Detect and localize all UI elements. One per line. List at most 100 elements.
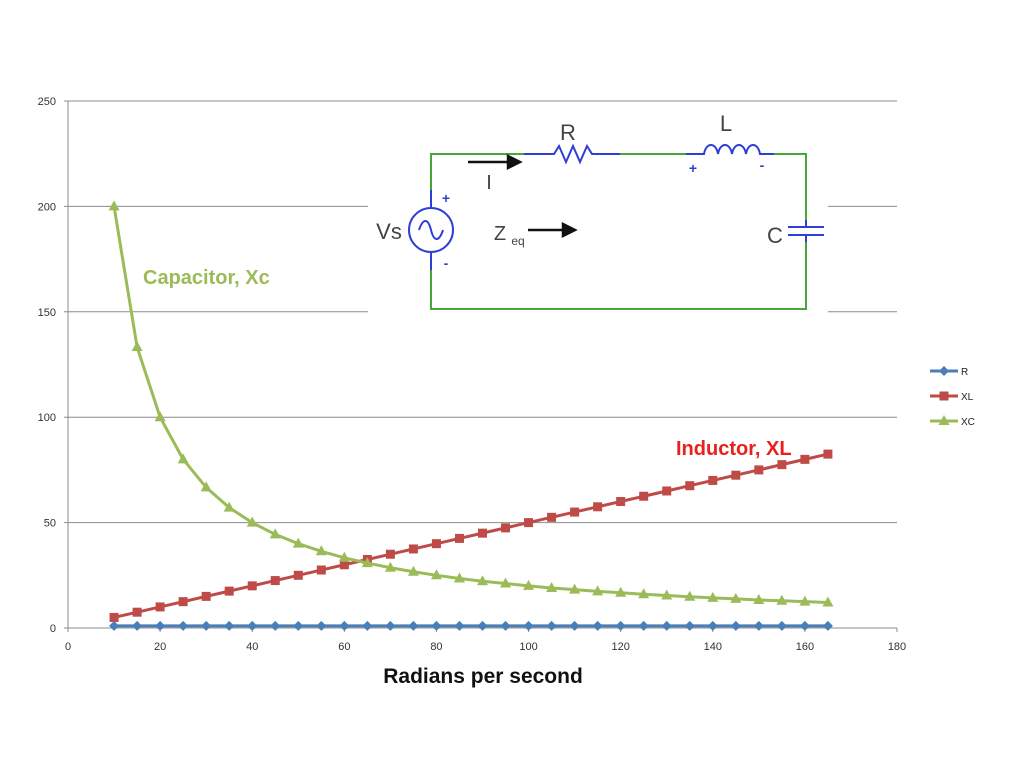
data-point [384, 561, 396, 572]
data-point [407, 565, 419, 576]
data-point [477, 575, 488, 586]
data-point [776, 594, 788, 605]
data-point [338, 551, 350, 562]
data-point [638, 620, 649, 631]
data-point [200, 481, 212, 492]
legend-label: R [961, 367, 968, 378]
annotation-inductor: Inductor, XL [676, 438, 792, 460]
inductor-label: L [720, 111, 732, 136]
data-point [822, 620, 833, 631]
data-point [155, 620, 166, 631]
impedance-arrow-head [561, 221, 578, 239]
x-tick-label: 180 [888, 641, 906, 653]
data-point [269, 528, 281, 539]
data-point [109, 612, 119, 622]
y-tick-label: 200 [38, 201, 56, 213]
source-plus-sign: + [442, 190, 450, 206]
legend-label: XC [961, 417, 975, 428]
data-point [500, 577, 512, 588]
data-point [685, 481, 695, 491]
legend-label: XL [961, 392, 974, 403]
annotation-capacitor: Capacitor, Xc [143, 267, 270, 289]
data-point [615, 586, 627, 597]
data-point [247, 581, 257, 591]
data-point [684, 590, 696, 601]
data-point [546, 581, 558, 592]
data-point [939, 391, 949, 401]
data-point [592, 620, 603, 631]
data-point [501, 523, 511, 533]
inductor-plus-sign: + [689, 160, 697, 176]
series-xl [109, 449, 833, 622]
data-point [708, 475, 718, 485]
data-point [639, 491, 649, 501]
legend-item-r: R [930, 366, 968, 378]
y-tick-label: 0 [50, 623, 56, 635]
circuit-wires [430, 153, 807, 310]
data-point [753, 593, 765, 604]
data-point [316, 620, 327, 631]
source-label: Vs [376, 219, 402, 244]
data-point [823, 449, 833, 459]
data-point [408, 620, 419, 631]
x-axis-label: Radians per second [383, 665, 583, 688]
data-point [524, 518, 534, 528]
data-point [270, 620, 281, 631]
resistor-label: R [560, 120, 576, 145]
x-tick-label: 120 [611, 641, 629, 653]
data-point [431, 539, 441, 549]
data-point [570, 507, 580, 517]
data-point [177, 453, 189, 464]
x-tick-label: 40 [246, 641, 258, 653]
wire-bottom [430, 237, 807, 310]
source-minus-sign: - [444, 255, 449, 271]
data-point [155, 602, 165, 612]
data-point [339, 620, 350, 631]
data-point [270, 576, 280, 586]
data-point [707, 591, 719, 602]
resistor-symbol [524, 143, 620, 165]
data-point [754, 465, 764, 475]
series-line [113, 452, 829, 619]
data-point [523, 620, 534, 631]
data-point [638, 588, 650, 599]
y-tick-label: 100 [38, 412, 56, 424]
data-point [547, 512, 557, 522]
data-point [247, 620, 258, 631]
impedance-label: Z [494, 223, 506, 245]
data-point [132, 620, 143, 631]
data-point [132, 607, 142, 617]
data-point [408, 544, 418, 554]
data-point [478, 528, 487, 538]
inductor-symbol [686, 144, 774, 155]
data-point [662, 486, 672, 496]
data-point [339, 560, 349, 570]
data-point [430, 569, 442, 580]
data-point [431, 620, 442, 631]
data-point [684, 620, 695, 631]
legend: R XL XC [930, 366, 975, 428]
sine-wave-icon [418, 220, 444, 240]
data-point [593, 502, 603, 512]
data-point [799, 620, 810, 631]
data-point [292, 537, 304, 548]
data-point [316, 565, 326, 575]
voltage-source-icon [408, 207, 454, 253]
data-point [246, 516, 258, 527]
x-tick-label: 140 [704, 641, 722, 653]
data-point [223, 501, 235, 512]
data-point [315, 545, 327, 556]
data-point [777, 460, 787, 470]
data-point [362, 620, 373, 631]
x-tick-label: 60 [338, 641, 350, 653]
legend-item-xl: XL [930, 391, 974, 403]
data-point [293, 620, 304, 631]
data-point [224, 620, 235, 631]
series-group [108, 200, 834, 631]
wire-top-right [774, 153, 807, 222]
data-point [453, 572, 465, 583]
data-point [707, 620, 718, 631]
data-point [224, 586, 234, 596]
